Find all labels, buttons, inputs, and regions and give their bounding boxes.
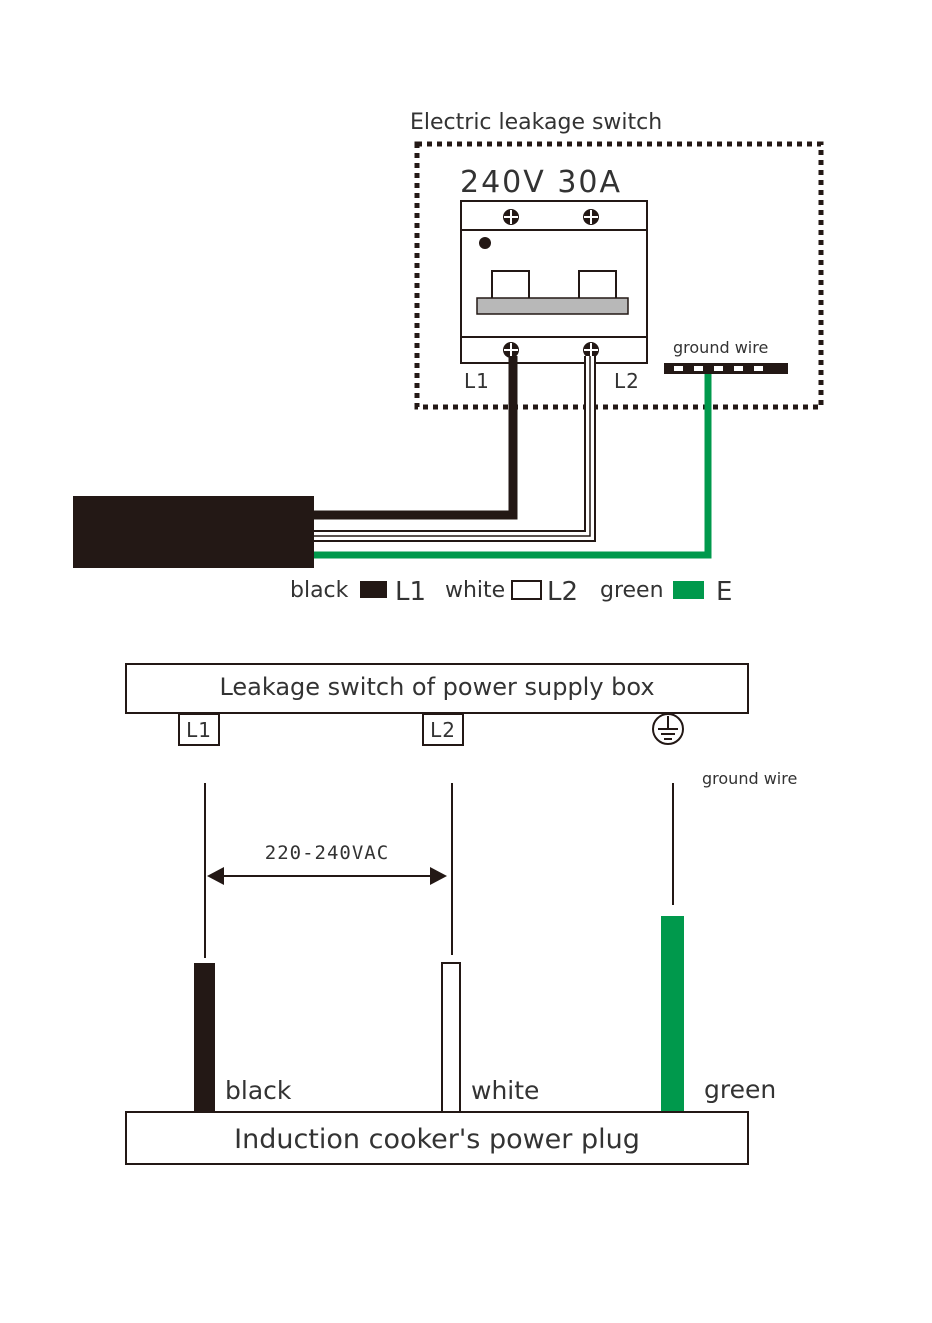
- ground-wire-label-bottom: ground wire: [702, 769, 797, 788]
- bottom-diagram: Leakage switch of power supply box L1 L2…: [126, 664, 797, 1164]
- power-cable-sheath: [73, 496, 314, 568]
- screw-icon: [583, 209, 599, 225]
- breaker-bar: [477, 298, 628, 314]
- indicator-dot: [479, 237, 491, 249]
- terminal-l2-bottom: L2: [430, 718, 456, 742]
- power-plug-label: Induction cooker's power plug: [234, 1124, 640, 1155]
- legend-white-swatch: [512, 581, 541, 599]
- legend-green-swatch: [673, 581, 704, 599]
- terminal-l1-bottom: L1: [186, 718, 212, 742]
- legend-black-label: black: [290, 578, 349, 603]
- legend-black-swatch: [360, 581, 387, 598]
- plug-wire-green: [661, 916, 684, 1113]
- breaker: [461, 201, 647, 363]
- wire-label-green: green: [704, 1075, 776, 1104]
- toggle-left: [492, 271, 529, 301]
- white-wire-l2: [314, 356, 590, 536]
- white-wire-center: [314, 356, 590, 536]
- plug-wire-black: [194, 963, 215, 1113]
- breaker-body: [461, 201, 647, 363]
- terminal-l2-label: L2: [614, 369, 640, 393]
- voltage-arrow: [207, 867, 447, 885]
- wire-label-white: white: [471, 1076, 539, 1105]
- wire-label-black: black: [225, 1076, 292, 1105]
- legend-black-terminal: L1: [395, 577, 426, 607]
- white-wire-outline: [314, 356, 590, 536]
- legend-white-label: white: [445, 578, 505, 603]
- screw-icon: [583, 342, 599, 358]
- plug-wire-white: [442, 963, 460, 1113]
- screw-icon: [503, 209, 519, 225]
- screw-icon: [503, 342, 519, 358]
- ground-wire-label: ground wire: [673, 338, 768, 357]
- supply-switch-label: Leakage switch of power supply box: [219, 673, 654, 701]
- leakage-switch-title: Electric leakage switch: [410, 110, 662, 135]
- legend-green-terminal: E: [716, 577, 732, 607]
- breaker-rating: 240V 30A: [460, 165, 622, 200]
- legend-white-terminal: L2: [547, 577, 578, 607]
- terminal-l1-label: L1: [464, 369, 490, 393]
- top-diagram: Electric leakage switch 240V 30A: [73, 110, 821, 607]
- voltage-label: 220-240VAC: [265, 842, 389, 864]
- wire-legend: black L1 white L2 green E: [290, 577, 732, 607]
- ground-bar: [664, 363, 788, 374]
- toggle-right: [579, 271, 616, 301]
- ground-symbol-icon: [653, 714, 683, 744]
- legend-green-label: green: [600, 578, 664, 603]
